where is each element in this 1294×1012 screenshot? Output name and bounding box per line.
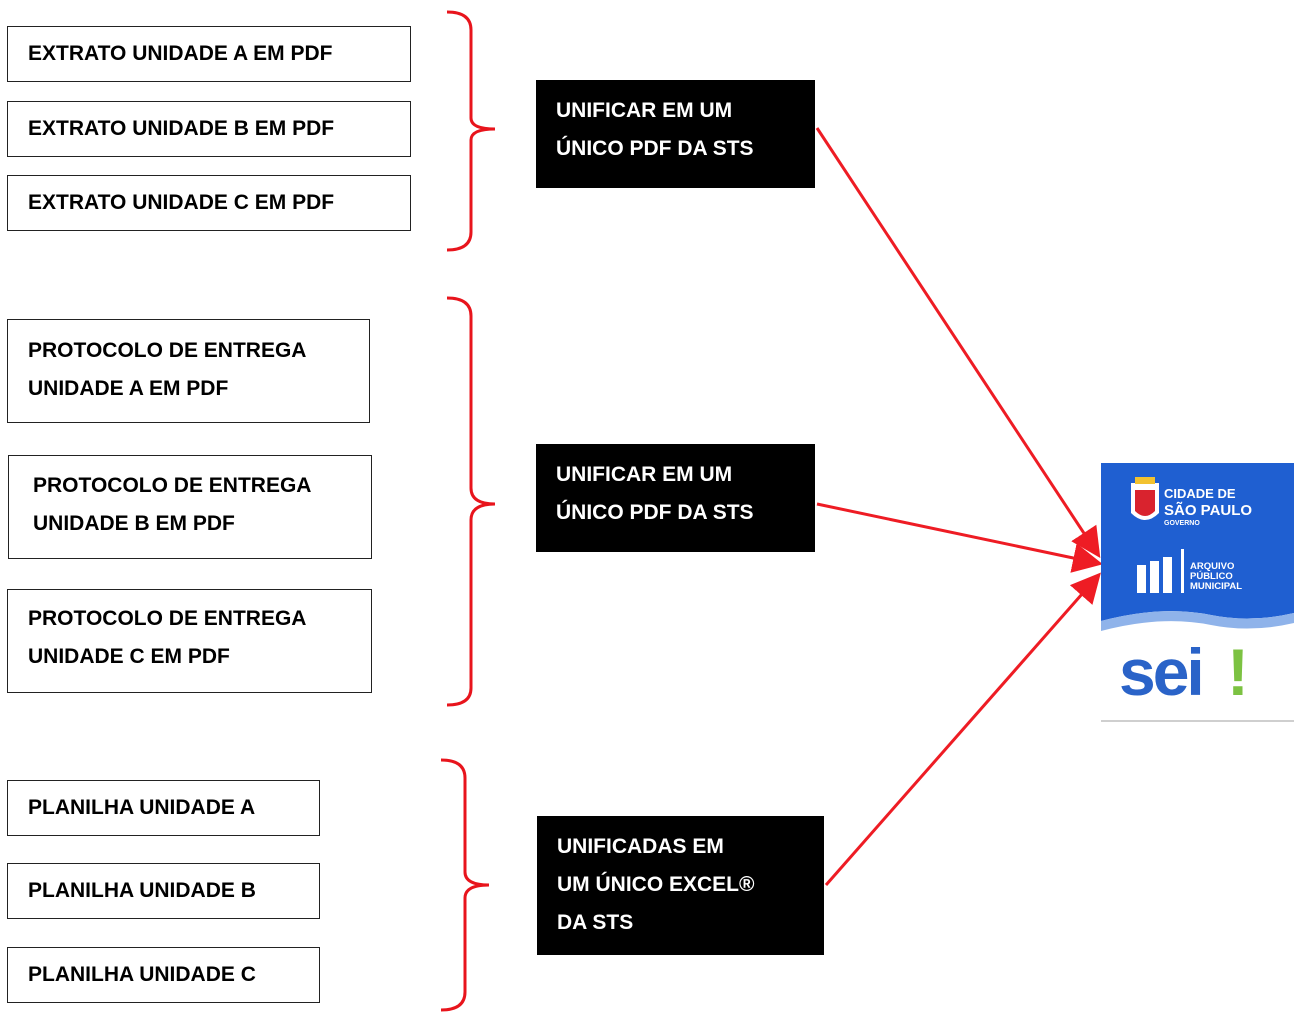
box-label: EXTRATO UNIDADE A EM PDF <box>28 42 333 65</box>
planilha-unidade-a-box: PLANILHA UNIDADE A <box>7 780 320 836</box>
unificar-excel-box: UNIFICADAS EM UM ÚNICO EXCEL® DA STS <box>537 816 824 955</box>
arrow-protocolo-to-sei <box>816 502 1103 573</box>
action-label-line-1: UNIFICAR EM UM <box>556 463 733 486</box>
action-label-line-2: ÚNICO PDF DA STS <box>556 501 754 524</box>
action-label-line-1: UNIFICADAS EM <box>557 835 724 858</box>
extrato-unidade-c-box: EXTRATO UNIDADE C EM PDF <box>7 175 411 231</box>
arrow-excel-to-sei <box>824 572 1101 886</box>
protocolo-unidade-b-box: PROTOCOLO DE ENTREGA UNIDADE B EM PDF <box>8 455 372 559</box>
action-label-line-2: UM ÚNICO EXCEL® <box>557 873 755 896</box>
planilha-unidade-b-box: PLANILHA UNIDADE B <box>7 863 320 919</box>
extrato-unidade-b-box: EXTRATO UNIDADE B EM PDF <box>7 101 411 157</box>
arrow-extrato-to-sei <box>815 127 1101 559</box>
planilha-unidade-c-box: PLANILHA UNIDADE C <box>7 947 320 1003</box>
sei-wordmark: sei <box>1119 635 1202 709</box>
protocolo-unidade-c-box: PROTOCOLO DE ENTREGA UNIDADE C EM PDF <box>7 589 372 693</box>
bracket-extrato <box>446 10 496 252</box>
box-label-line-2: UNIDADE A EM PDF <box>28 377 229 400</box>
protocolo-unidade-a-box: PROTOCOLO DE ENTREGA UNIDADE A EM PDF <box>7 319 370 423</box>
unificar-pdf-protocolo-box: UNIFICAR EM UM ÚNICO PDF DA STS <box>536 444 815 552</box>
action-label-line-2: ÚNICO PDF DA STS <box>556 137 754 160</box>
logo-city-line3: GOVERNO <box>1164 520 1200 527</box>
logo-city-line2: SÃO PAULO <box>1164 501 1252 519</box>
box-label: EXTRATO UNIDADE B EM PDF <box>28 117 335 140</box>
sei-logo: CIDADE DE SÃO PAULO GOVERNO ARQUIVO PÚBL… <box>1101 463 1294 723</box>
unificar-pdf-extrato-box: UNIFICAR EM UM ÚNICO PDF DA STS <box>536 80 815 188</box>
logo-city-line1: CIDADE DE <box>1164 486 1236 501</box>
archive-pillars-icon <box>1137 549 1184 593</box>
box-label-line-1: PROTOCOLO DE ENTREGA <box>33 474 312 497</box>
logo-archive-line3: MUNICIPAL <box>1190 581 1242 592</box>
coat-of-arms-icon <box>1131 477 1159 520</box>
bracket-protocolo <box>446 296 496 707</box>
box-label: EXTRATO UNIDADE C EM PDF <box>28 191 335 214</box>
box-label: PLANILHA UNIDADE C <box>28 963 256 986</box>
box-label-line-1: PROTOCOLO DE ENTREGA <box>28 607 307 630</box>
logo-archive-line2: PÚBLICO <box>1190 570 1233 582</box>
action-label-line-3: DA STS <box>557 911 634 934</box>
action-label-line-1: UNIFICAR EM UM <box>556 99 733 122</box>
bracket-planilhas <box>440 758 490 1012</box>
sei-exclamation-icon: ! <box>1227 635 1249 709</box>
box-label-line-1: PROTOCOLO DE ENTREGA <box>28 339 307 362</box>
box-label-line-2: UNIDADE C EM PDF <box>28 645 230 668</box>
extrato-unidade-a-box: EXTRATO UNIDADE A EM PDF <box>7 26 411 82</box>
box-label: PLANILHA UNIDADE A <box>28 796 256 819</box>
box-label: PLANILHA UNIDADE B <box>28 879 256 902</box>
box-label-line-2: UNIDADE B EM PDF <box>33 512 235 535</box>
logo-archive-line1: ARQUIVO <box>1190 561 1234 572</box>
sei-logo-graphic: CIDADE DE SÃO PAULO GOVERNO ARQUIVO PÚBL… <box>1101 463 1294 723</box>
